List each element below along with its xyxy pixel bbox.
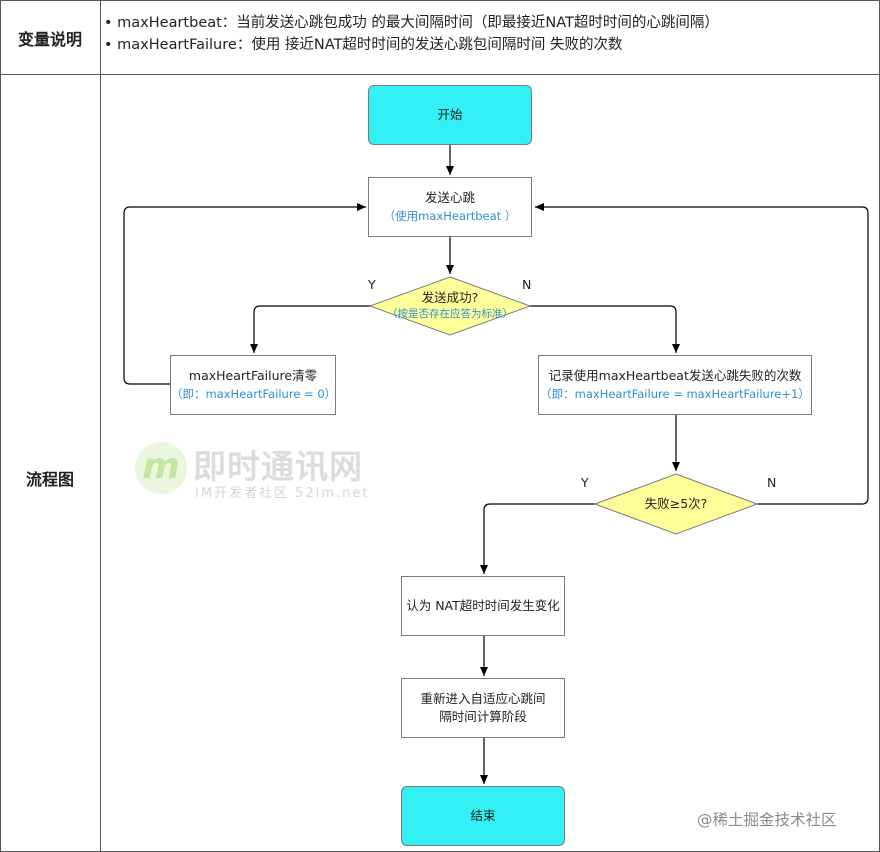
table-column-divider <box>100 0 101 852</box>
arrow-decision1-no-to-record <box>528 305 680 353</box>
record-failure-sub: （即：maxHeartFailure = maxHeartFailure+1） <box>540 387 810 401</box>
variable-description: • maxHeartbeat：当前发送心跳包成功 的最大间隔时间（即最接近NAT… <box>104 12 719 56</box>
decision1-sub: （按是否存在应答为标准） <box>387 308 513 320</box>
decision2-yes-label: Y <box>581 475 589 490</box>
variable-line-max-heartbeat: • maxHeartbeat：当前发送心跳包成功 的最大间隔时间（即最接近NAT… <box>104 15 719 31</box>
row-label-variables: 变量说明 <box>17 30 82 49</box>
watermark-title: 即时通讯网 <box>193 447 363 486</box>
watermark-logo: m <box>135 442 187 494</box>
decision2-text: 失败≥5次? <box>596 496 756 512</box>
decision2-no-label: N <box>767 475 777 490</box>
decision1-diamond <box>368 276 532 336</box>
record-failure-title: 记录使用maxHeartbeat发送心跳失败的次数 <box>548 368 802 383</box>
arrow-decision2-yes-to-nat-change <box>480 503 596 574</box>
decision2-diamond <box>593 473 759 535</box>
footer-credit: @稀土掘金技术社区 <box>697 811 837 829</box>
send-heartbeat-sub: （使用maxHeartbeat ） <box>383 209 517 223</box>
record-failure-node: 记录使用maxHeartbeat发送心跳失败的次数 （即：maxHeartFai… <box>538 355 812 415</box>
end-node: 结束 <box>401 786 565 846</box>
reset-failure-sub: （即：maxHeartFailure = 0） <box>171 387 337 401</box>
watermark-subtitle: IM开发者社区 52im.net <box>195 486 370 501</box>
decision2-title: 失败≥5次? <box>644 496 708 511</box>
arrow-decision1-yes-to-reset <box>250 305 372 353</box>
reenter-adaptive-node: 重新进入自适应心跳间隔时间计算阶段 <box>401 678 565 738</box>
nat-change-label: 认为 NAT超时时间发生变化 <box>406 598 560 613</box>
reset-failure-title: maxHeartFailure清零 <box>188 368 318 383</box>
reset-failure-node: maxHeartFailure清零 （即：maxHeartFailure = 0… <box>170 355 336 415</box>
start-label: 开始 <box>437 107 463 122</box>
end-label: 结束 <box>470 808 496 823</box>
send-heartbeat-node: 发送心跳 （使用maxHeartbeat ） <box>368 177 532 237</box>
start-node: 开始 <box>368 85 532 145</box>
table-row-divider <box>0 74 880 75</box>
decision1-title: 发送成功? <box>421 290 479 305</box>
decision1-no-label: N <box>522 277 532 292</box>
variable-line-max-heart-failure: • maxHeartFailure：使用 接近NAT超时时间的发送心跳包间隔时间… <box>104 37 623 53</box>
row-label-flowchart: 流程图 <box>25 470 74 489</box>
nat-change-node: 认为 NAT超时时间发生变化 <box>401 576 565 636</box>
decision1-yes-label: Y <box>368 277 376 292</box>
arrow-reset-loop-to-send <box>123 203 366 385</box>
reenter-adaptive-label: 重新进入自适应心跳间隔时间计算阶段 <box>420 691 546 724</box>
send-heartbeat-title: 发送心跳 <box>424 190 475 205</box>
decision1-text: 发送成功? （按是否存在应答为标准） <box>370 290 530 322</box>
arrow-decision2-no-loop-to-send <box>535 203 869 505</box>
